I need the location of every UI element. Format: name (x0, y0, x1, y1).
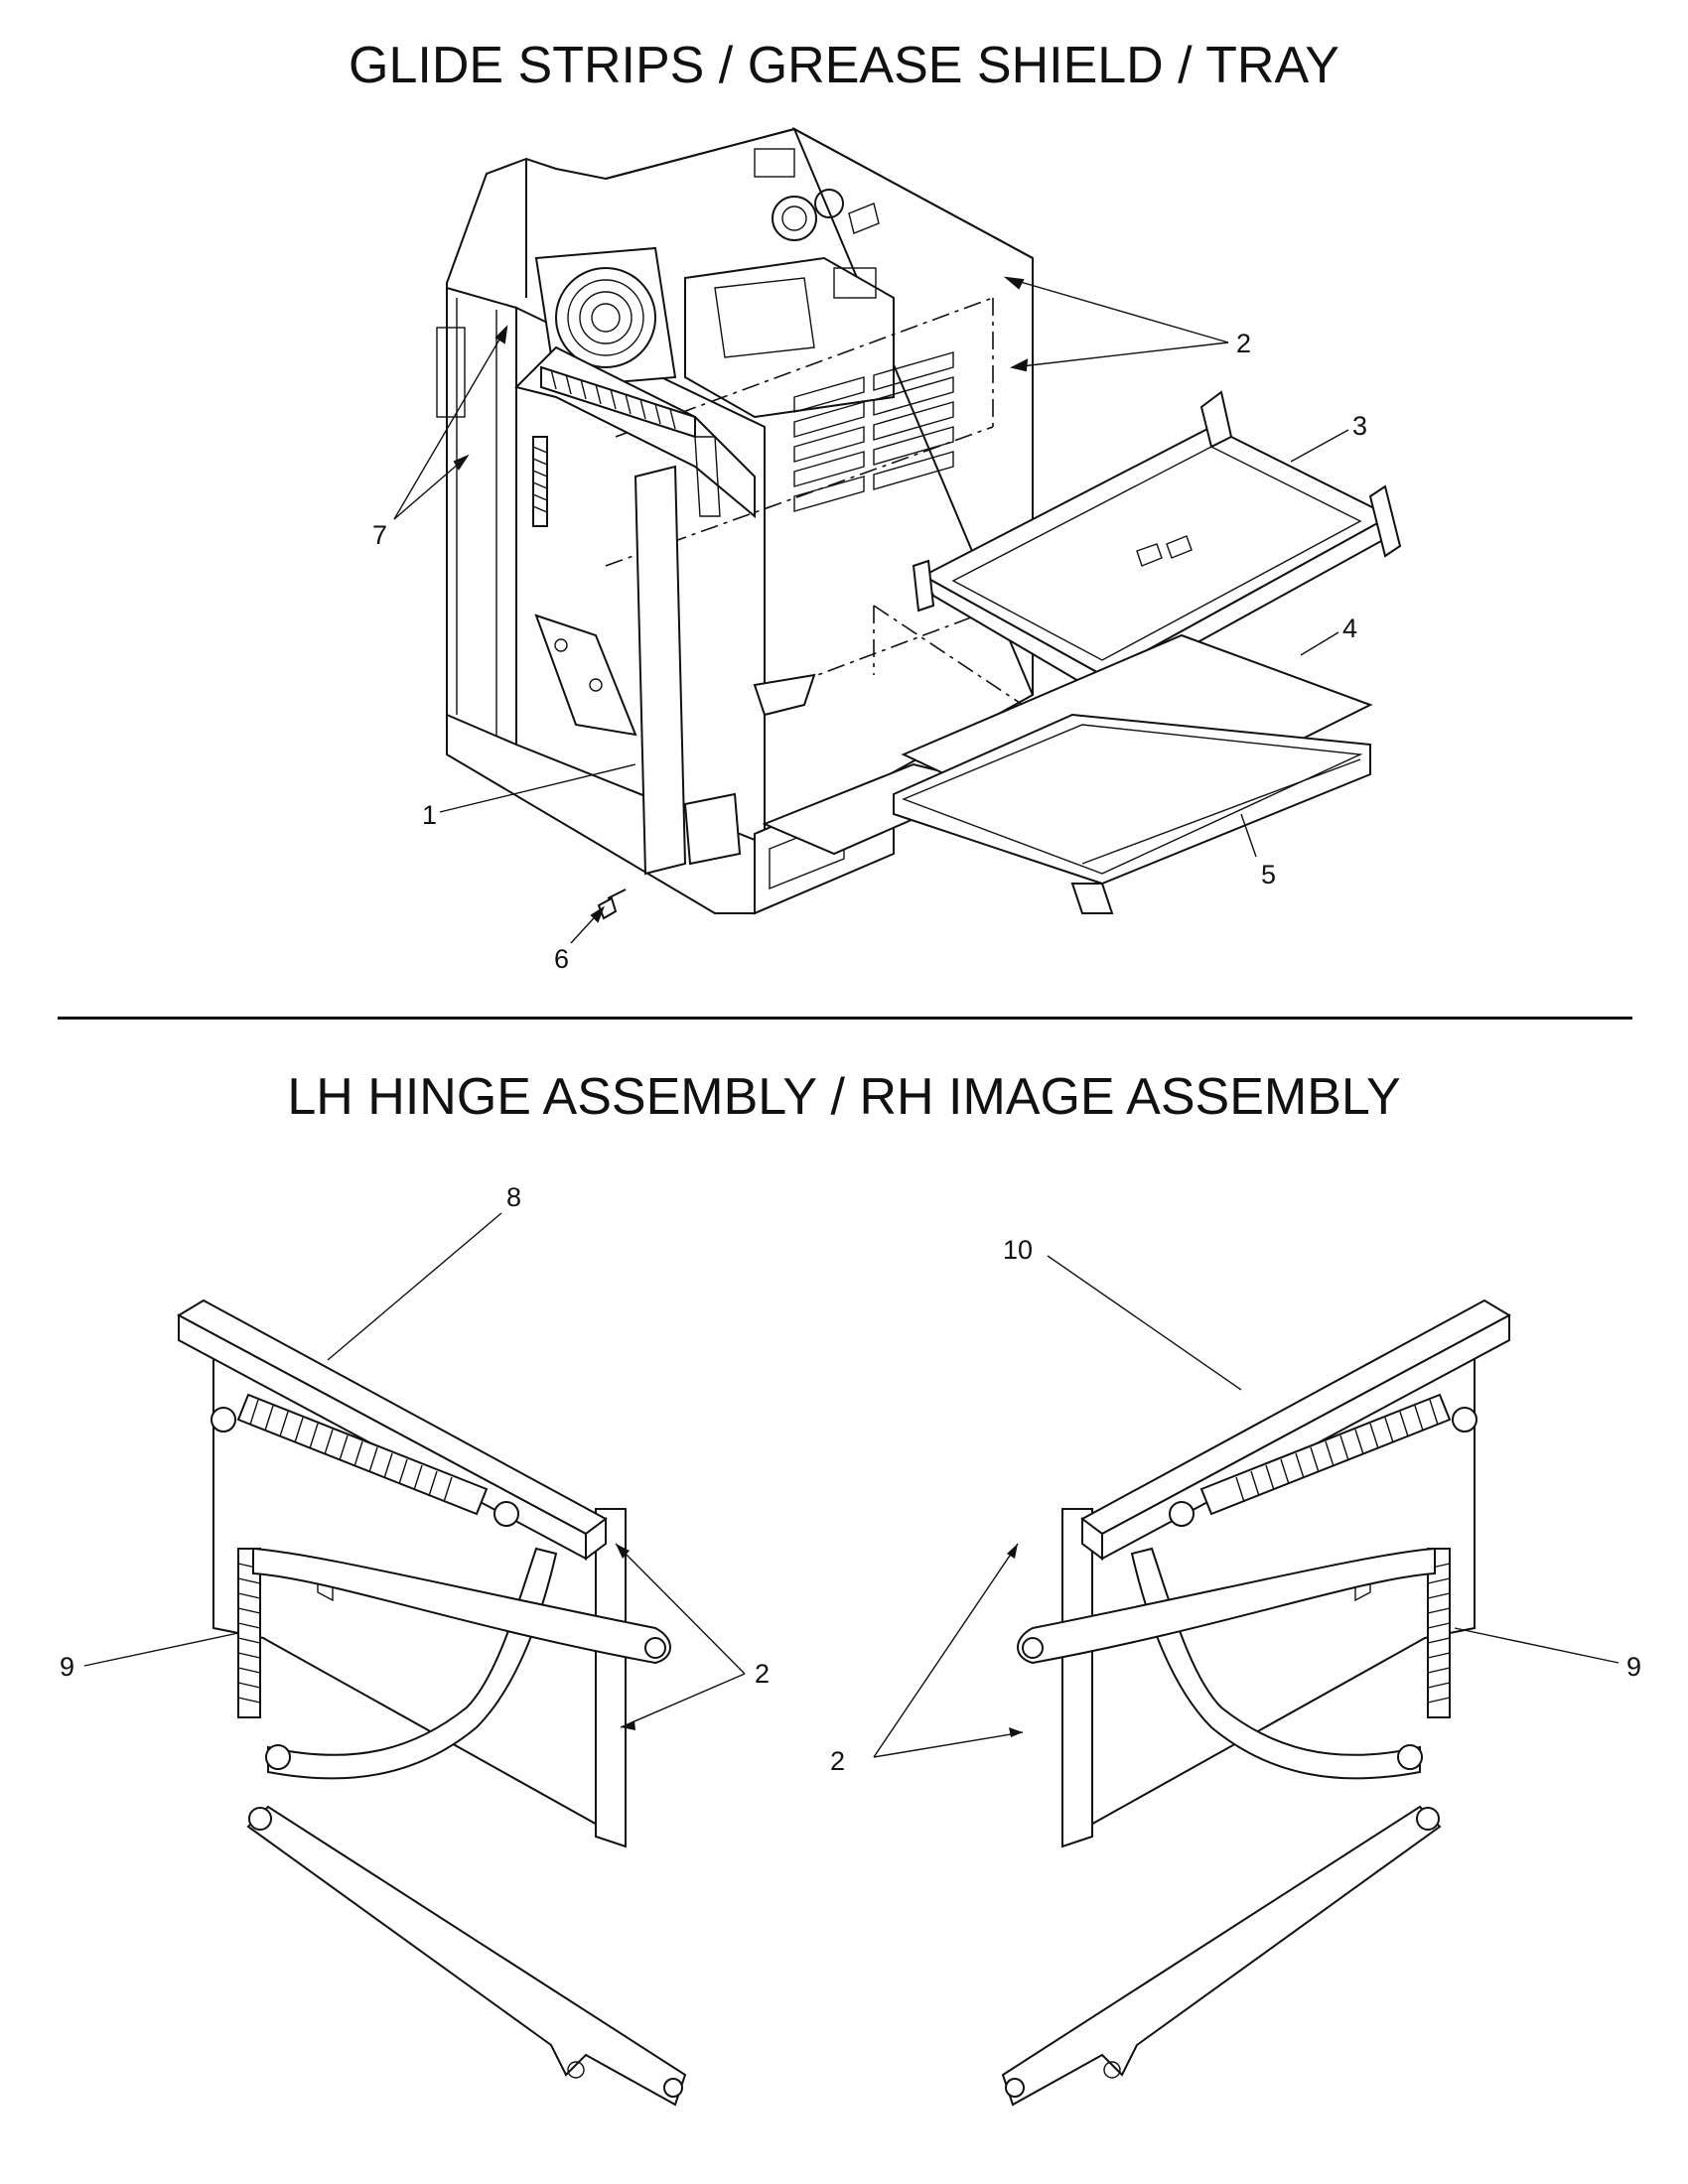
callout-4: 4 (1342, 614, 1357, 643)
callout-2-right: 2 (830, 1746, 845, 1776)
callout-9-left: 9 (60, 1652, 74, 1682)
callout-1: 1 (422, 800, 437, 830)
bottom-leader-arrows (616, 1544, 1023, 1737)
callout-3: 3 (1352, 411, 1367, 441)
callout-8: 8 (506, 1182, 521, 1212)
callout-10: 10 (1003, 1235, 1033, 1265)
oven-cabinet-drawing (436, 126, 1113, 915)
lh-hinge-drawing (176, 1298, 687, 2107)
callout-7: 7 (372, 520, 387, 550)
rh-hinge-drawing (1001, 1298, 1512, 2107)
section-divider (58, 1017, 1632, 1020)
screw-part (597, 888, 627, 920)
glide-strips-part (893, 713, 1371, 914)
top-leader-arrows (453, 276, 1029, 923)
bottom-leader-lines (83, 1212, 1619, 1758)
top-leader-lines (393, 277, 1349, 944)
callout-2-left: 2 (755, 1659, 770, 1689)
callout-9-right: 9 (1626, 1652, 1641, 1682)
callout-2-top: 2 (1236, 329, 1251, 358)
callout-6: 6 (554, 944, 569, 974)
callout-5: 5 (1261, 860, 1276, 889)
section-title-glide-strips: GLIDE STRIPS / GREASE SHIELD / TRAY (349, 37, 1339, 94)
section-title-hinge-assembly: LH HINGE ASSEMBLY / RH IMAGE ASSEMBLY (287, 1068, 1401, 1126)
